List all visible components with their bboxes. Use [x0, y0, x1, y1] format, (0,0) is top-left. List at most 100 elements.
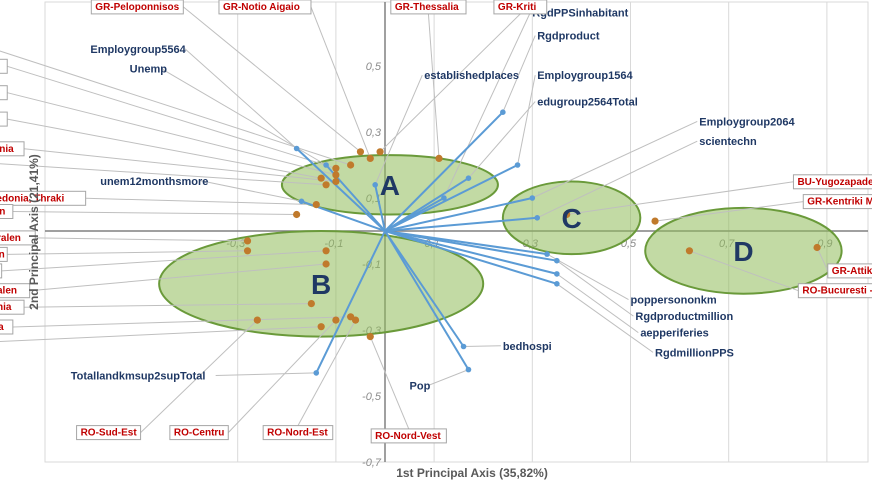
- vector-pop: [384, 230, 470, 371]
- vector-tip-unem12monthsmore: [298, 198, 305, 205]
- leader-establishedplaces: [374, 75, 423, 185]
- leader-ro-sud-muntenia: [12, 316, 351, 328]
- region-label-bu-yuzhen-tsentralen-box: [0, 283, 31, 299]
- vector-rgdproductmillion: [384, 230, 558, 262]
- observation-ro-nord-est: [351, 316, 360, 324]
- variable-label-bedhospi: bedhospi: [503, 341, 552, 353]
- observation-gr-anatoliki-makedonia-thraki: [312, 201, 320, 209]
- observation-ro-sud-vest-oltenia: [307, 300, 315, 308]
- observation-gr-ionia-nisia: [347, 161, 355, 169]
- leader-ro-sud-est: [140, 319, 258, 433]
- vector-tip-scientechn: [534, 215, 541, 221]
- region-label-ro-sud-est-box: [76, 425, 142, 441]
- leader-totallandkmsup2suptotal: [215, 372, 317, 376]
- leader-bu-yugozapaden: [566, 181, 794, 215]
- vector-employgroup1564: [384, 164, 519, 232]
- observation-gr-dytiki-makedonia: [332, 177, 340, 186]
- region-label-ro-centru: RO-Centru: [174, 428, 225, 439]
- vector-tip-rgdppsinhabitant: [441, 195, 447, 201]
- region-label-gr-dytiki-makedonia-box: [0, 141, 25, 157]
- cluster-d: [644, 206, 843, 295]
- leader-scientechn: [536, 140, 698, 219]
- leader-gr-kriti: [379, 13, 521, 153]
- region-label-gr-attiki: GR-Attiki: [832, 266, 872, 277]
- variable-label-unemp: Unemp: [130, 64, 168, 76]
- observation-gr-sterea-ellada: [332, 164, 340, 172]
- region-label-gr-thessalia-box: [390, 0, 467, 15]
- variable-label-employgroup2064: Employgroup2064: [699, 116, 795, 128]
- vector-scientechn: [384, 216, 538, 232]
- leader-ro-bucuresti-ilfov: [689, 250, 799, 292]
- leader-gr-notio-aigaio: [310, 6, 371, 159]
- vector-tip-employgroup5564: [293, 145, 300, 152]
- leader-gr-dytiki-makedonia: [23, 148, 336, 182]
- vector-tip-employgroup2064: [529, 195, 536, 201]
- leader-employgroup1564: [517, 75, 536, 166]
- vector-tip-unemp: [323, 162, 329, 168]
- region-label-ro-sud-vest-oltenia: RO-Sud-Vest Oltenia: [0, 302, 12, 313]
- leader-edugroup2564total: [468, 101, 536, 179]
- vector-rgdproduct: [384, 111, 504, 232]
- variable-label-rgdproductmillion: Rgdproductmillion: [635, 311, 733, 323]
- leader-ro-nord-vest: [369, 336, 410, 430]
- region-label-gr-voreio-aigaio-box: [0, 85, 8, 101]
- observation-ro-sud-est: [253, 316, 261, 324]
- region-label-ro-centru-box: [169, 425, 229, 441]
- leader-gr-ipeiros: [0, 163, 327, 186]
- variable-label-totallandkmsup2suptotal: Totallandkmsup2supTotal: [71, 371, 206, 383]
- point-labels: Employgroup5564UnempestablishedplacesRgd…: [0, 0, 872, 444]
- observation-gr-voreio-aigaio: [332, 171, 340, 179]
- region-label-bu-severoiztochen-box: [0, 204, 14, 219]
- leader-bu-severozapaden: [7, 250, 248, 255]
- vector-tip-pop: [465, 366, 472, 373]
- region-label-ro-nord-vest-box: [370, 428, 447, 444]
- leader-pop: [428, 369, 469, 386]
- leader-gr-voreio-aigaio: [7, 92, 337, 176]
- vector-employgroup5564: [295, 147, 386, 232]
- leader-rgdproductmillion: [556, 260, 634, 317]
- variable-label-rgdppsinhabitant: RgdPPSinhabitant: [532, 8, 628, 20]
- observation-points: [243, 148, 821, 341]
- leader-bu-severen-tsentralen: [35, 237, 248, 242]
- variable-label-pop: Pop: [410, 380, 431, 392]
- region-label-bu-yugozapaden-box: [792, 174, 872, 190]
- observation-gr-ipeiros: [322, 181, 330, 189]
- leader-ro-nord-est: [297, 319, 356, 426]
- vector-tip-establishedplaces: [372, 182, 378, 188]
- vector-totallandkmsup2suptotal: [315, 230, 386, 374]
- observation-gr-dytiki-ellada: [317, 174, 325, 182]
- observation-bu-severen-tsentralen: [243, 237, 252, 245]
- region-label-ro-nord-vest: RO-Nord-Vest: [375, 431, 441, 442]
- region-label-ro-bucuresti-ilfov: RO-Bucuresti - Ilfov: [802, 286, 872, 297]
- cluster-label-d: D: [733, 236, 753, 267]
- variable-label-edugroup2564total: edugroup2564Total: [537, 97, 638, 109]
- region-label-gr-anatoliki-makedonia-thraki: GR-Anatoliki Makedonia, Thraki: [0, 193, 64, 204]
- observation-ro-centru: [332, 316, 340, 324]
- variable-label-establishedplaces: establishedplaces: [424, 70, 519, 82]
- vector-tip-bedhospi: [460, 343, 467, 350]
- leader-bu-yugoiztochen: [1, 250, 327, 272]
- vector-employgroup2064: [384, 197, 533, 232]
- observation-bu-severoiztochen: [293, 210, 301, 219]
- region-label-ro-sud-est: RO-Sud-Est: [81, 428, 138, 439]
- leader-gr-attiki: [816, 247, 829, 272]
- observation-gr-attiki: [813, 243, 821, 252]
- vector-tip-aepperiferies: [554, 271, 560, 277]
- variable-vectors: [293, 109, 560, 376]
- vector-aepperiferies: [384, 230, 558, 275]
- cluster-label-b: B: [311, 269, 331, 300]
- vector-establishedplaces: [374, 184, 386, 232]
- variable-label-unem12monthsmore: unem12monthsmore: [100, 176, 208, 188]
- y-tick-label: -0,7: [362, 457, 382, 469]
- region-label-ro-bucuresti-ilfov-box: [797, 283, 872, 299]
- observation-ro-vest: [317, 323, 325, 331]
- leader-ro-sud-vest-oltenia: [24, 303, 312, 308]
- leader-gr-thessalia: [427, 13, 440, 159]
- observation-bu-yugozapaden: [563, 210, 571, 219]
- leader-gr-anatoliki-makedonia-thraki: [85, 197, 317, 206]
- leader-employgroup5564: [184, 48, 297, 149]
- observation-ro-nord-vest: [366, 333, 374, 341]
- leader-ro-vest: [0, 326, 322, 343]
- region-label-gr-kentriki-makedonia-box: [802, 194, 872, 210]
